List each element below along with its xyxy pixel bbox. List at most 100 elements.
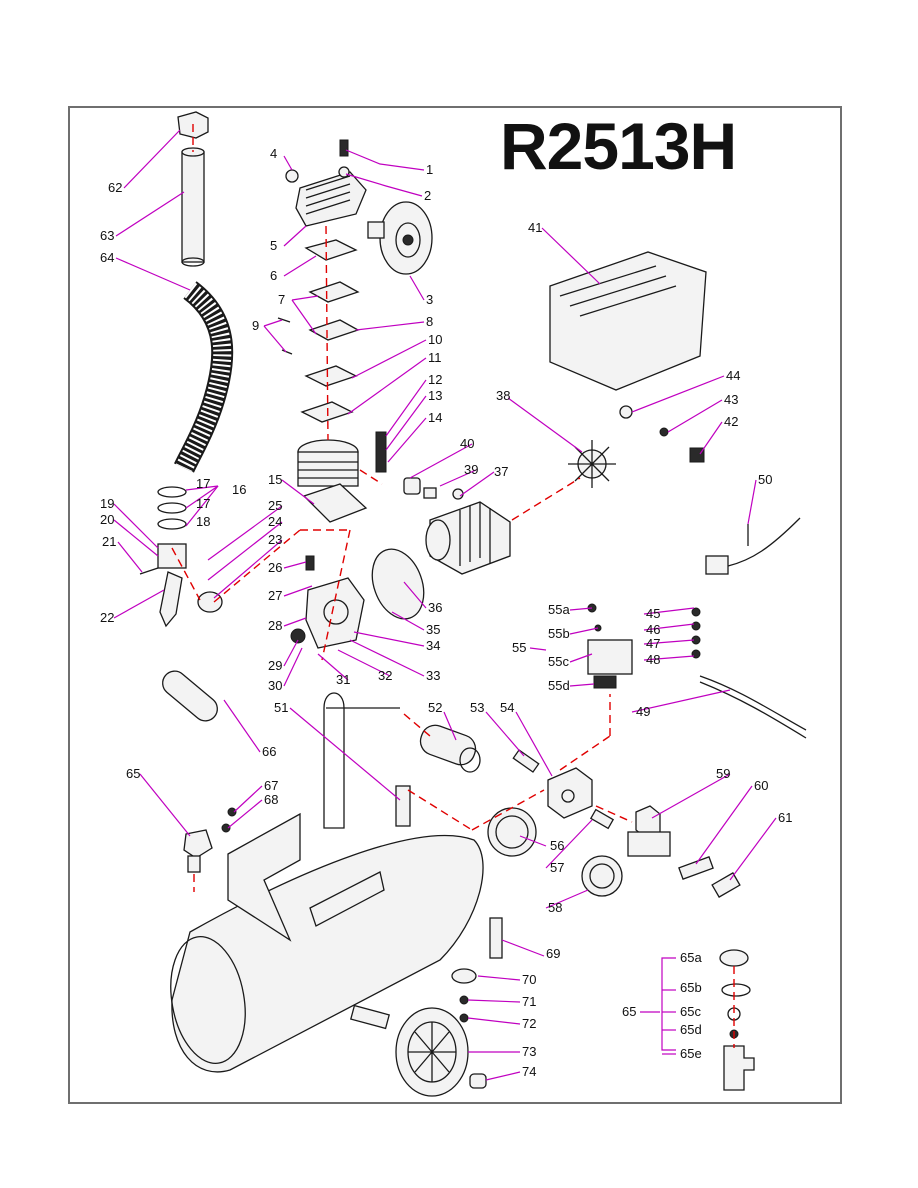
part-label: 65a bbox=[680, 950, 702, 965]
leader-line bbox=[185, 485, 219, 527]
part-label: 3 bbox=[426, 292, 433, 307]
leader-line bbox=[207, 521, 283, 581]
assembly-lines bbox=[171, 124, 735, 1048]
drain-and-wheel bbox=[395, 917, 503, 1097]
leader-line bbox=[317, 653, 349, 681]
assembly-line bbox=[171, 547, 201, 601]
part-label: 24 bbox=[268, 514, 282, 529]
leader-line bbox=[345, 173, 423, 197]
part-drawings bbox=[139, 111, 807, 1097]
leader-line bbox=[283, 647, 303, 687]
leader-line bbox=[385, 379, 427, 437]
part-label: 53 bbox=[470, 700, 484, 715]
part-label: 66 bbox=[262, 744, 276, 759]
part-label: 8 bbox=[426, 314, 433, 329]
drain-valve-assembly bbox=[719, 949, 755, 1091]
safety-valve bbox=[419, 724, 481, 773]
part-label: 65 bbox=[622, 1004, 636, 1019]
part-label: 63 bbox=[100, 228, 114, 243]
part-label: 65 bbox=[126, 766, 140, 781]
leader-line bbox=[213, 539, 283, 599]
leader-line bbox=[227, 799, 263, 829]
part-label: 13 bbox=[428, 388, 442, 403]
leader-line bbox=[643, 639, 695, 645]
pressure-gauges bbox=[487, 807, 623, 897]
leader-line bbox=[667, 399, 723, 433]
part-label: 55b bbox=[548, 626, 570, 641]
leader-line bbox=[139, 773, 191, 837]
part-label: 39 bbox=[464, 462, 478, 477]
leader-line bbox=[403, 581, 427, 609]
leader-line bbox=[569, 683, 595, 687]
model-title: R2513H bbox=[500, 109, 737, 183]
leader-line bbox=[507, 397, 583, 453]
leader-line bbox=[443, 711, 457, 741]
part-label: 43 bbox=[724, 392, 738, 407]
part-label: 17 bbox=[196, 476, 210, 491]
manifold-block bbox=[512, 749, 593, 819]
leader-line bbox=[337, 649, 391, 677]
regulator-and-couplings bbox=[627, 805, 741, 898]
part-label: 37 bbox=[494, 464, 508, 479]
part-label: 49 bbox=[636, 704, 650, 719]
fan bbox=[568, 440, 616, 488]
leader-line bbox=[289, 707, 401, 801]
leader-line bbox=[729, 817, 777, 881]
leader-line bbox=[207, 505, 283, 561]
assembly-line bbox=[559, 735, 611, 771]
tap-valve bbox=[183, 807, 237, 873]
part-label: 14 bbox=[428, 410, 442, 425]
part-label: 65d bbox=[680, 1022, 702, 1037]
part-label: 32 bbox=[378, 668, 392, 683]
part-label: 1 bbox=[426, 162, 433, 177]
part-label: 69 bbox=[546, 946, 560, 961]
part-label: 35 bbox=[426, 622, 440, 637]
part-label: 15 bbox=[268, 472, 282, 487]
leader-line bbox=[223, 699, 261, 753]
part-label: 68 bbox=[264, 792, 278, 807]
part-label: 31 bbox=[336, 672, 350, 687]
cylinder-block bbox=[297, 431, 387, 523]
leader-line bbox=[113, 589, 165, 619]
leader-line bbox=[113, 503, 159, 549]
leader-line bbox=[283, 255, 317, 277]
leader-line bbox=[281, 479, 315, 505]
leader-line bbox=[351, 339, 427, 379]
leader-line bbox=[631, 689, 731, 713]
leader-line bbox=[643, 607, 695, 615]
part-label: 6 bbox=[270, 268, 277, 283]
leader-line bbox=[467, 1017, 521, 1025]
motor bbox=[403, 477, 511, 575]
part-label: 21 bbox=[102, 534, 116, 549]
leader-line bbox=[291, 299, 317, 335]
leader-line bbox=[385, 395, 427, 451]
part-label: 50 bbox=[758, 472, 772, 487]
part-label: 18 bbox=[196, 514, 210, 529]
leader-line bbox=[695, 785, 753, 865]
fan-cover bbox=[549, 251, 707, 463]
pressure-switch bbox=[587, 603, 633, 689]
assembly-line bbox=[471, 789, 545, 831]
part-label: 56 bbox=[550, 838, 564, 853]
leader-line bbox=[387, 417, 427, 463]
leader-line bbox=[569, 607, 593, 611]
leader-line bbox=[643, 655, 695, 661]
part-label: 7 bbox=[278, 292, 285, 307]
leader-line bbox=[661, 957, 676, 1051]
part-label: 62 bbox=[108, 180, 122, 195]
part-label: 55a bbox=[548, 602, 570, 617]
assembly-line bbox=[213, 529, 301, 603]
assembly-line bbox=[511, 477, 581, 521]
part-label: 64 bbox=[100, 250, 114, 265]
leader-line bbox=[459, 471, 495, 497]
part-label: 73 bbox=[522, 1044, 536, 1059]
part-label: 22 bbox=[100, 610, 114, 625]
part-label: 36 bbox=[428, 600, 442, 615]
part-label: 61 bbox=[778, 810, 792, 825]
part-label: 11 bbox=[428, 350, 442, 365]
leader-line bbox=[355, 321, 425, 331]
part-label: 51 bbox=[274, 700, 288, 715]
terminals-and-cable bbox=[691, 607, 807, 739]
leader-line bbox=[185, 485, 219, 491]
leader-line bbox=[283, 155, 293, 171]
